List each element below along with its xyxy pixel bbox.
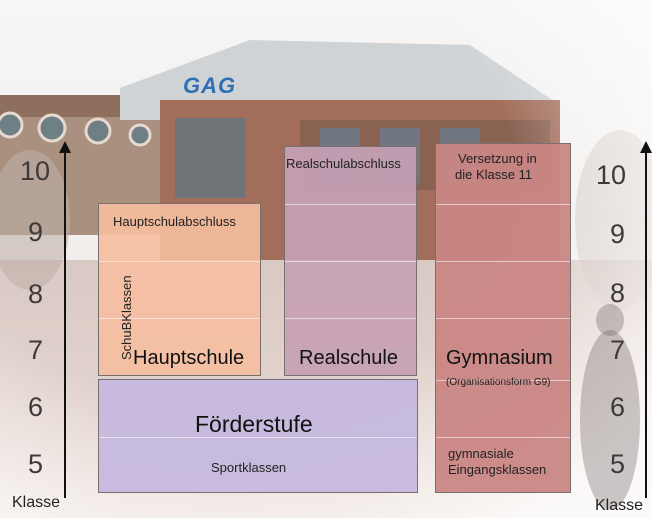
left-grade-5: 5: [28, 449, 44, 479]
left-grade-6: 6: [28, 392, 44, 422]
gymnasium-box: Versetzung in die Klasse 11 Gymnasium (O…: [435, 143, 571, 493]
hauptschule-box: Hauptschulabschluss SchuBKlassen Hauptsc…: [98, 203, 261, 376]
gymnasium-subtitle: (Organisationsform G9): [446, 377, 551, 388]
foerderstufe-sport-label: Sportklassen: [211, 460, 287, 475]
gymnasium-promotion-label-2: die Klasse 11: [455, 167, 533, 182]
right-axis-line: [645, 150, 647, 498]
realschule-box: Realschulabschluss Realschule: [284, 146, 417, 376]
hauptschule-side-label: SchuBKlassen: [119, 275, 134, 360]
gymnasium-entry-label-1: gymnasiale: [448, 446, 514, 461]
right-axis-label: Klasse: [595, 497, 644, 514]
foerderstufe-box: Förderstufe Sportklassen: [98, 379, 418, 493]
left-grade-10: 10: [20, 156, 51, 186]
right-grade-6: 6: [610, 392, 626, 422]
left-grade-7: 7: [28, 335, 44, 365]
gymnasium-entry-label-2: Eingangsklassen: [448, 462, 547, 477]
gymnasium-title: Gymnasium: [446, 347, 553, 369]
right-grade-9: 9: [610, 219, 626, 249]
left-grade-9: 9: [28, 217, 44, 247]
realschule-degree-label: Realschulabschluss: [286, 156, 401, 171]
gymnasium-promotion-label-1: Versetzung in: [458, 151, 537, 166]
left-axis-line: [64, 150, 66, 498]
hauptschule-degree-label: Hauptschulabschluss: [113, 214, 236, 229]
right-grade-7: 7: [610, 335, 626, 365]
right-grade-10: 10: [596, 160, 627, 190]
realschule-title: Realschule: [299, 347, 398, 369]
foerderstufe-title: Förderstufe: [195, 411, 313, 437]
left-axis-arrow-icon: [59, 141, 71, 153]
school-logo: GAG: [183, 73, 237, 98]
hauptschule-title: Hauptschule: [133, 347, 245, 369]
left-axis-label: Klasse: [12, 494, 61, 511]
right-grade-5: 5: [610, 449, 626, 479]
left-grade-8: 8: [28, 279, 44, 309]
right-grade-8: 8: [610, 278, 626, 308]
right-axis-arrow-icon: [640, 141, 652, 153]
